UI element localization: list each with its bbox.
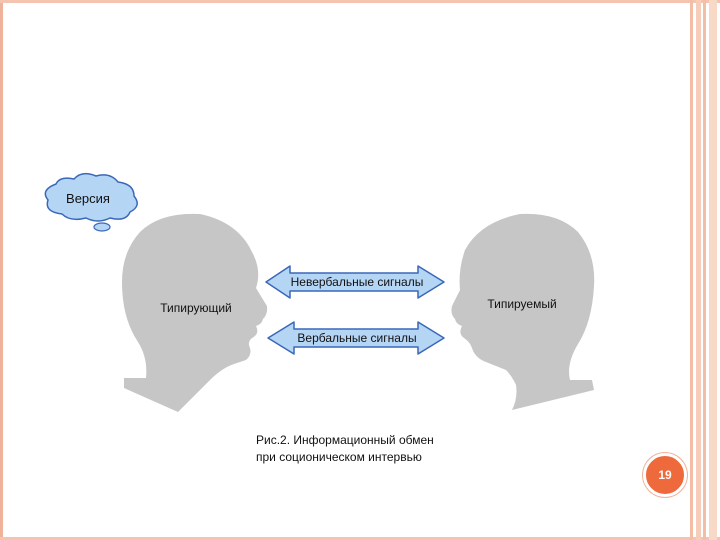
- right-head-label: Типируемый: [487, 297, 556, 311]
- nonverbal-arrow-label: Невербальные сигналы: [291, 275, 424, 289]
- page-number-badge: 19: [643, 453, 687, 497]
- thought-bubble-label: Версия: [66, 191, 110, 206]
- right-head-silhouette: [451, 214, 594, 410]
- figure-caption: Рис.2. Информационный обмен при соционич…: [256, 432, 466, 466]
- caption-line-2: при соционическом интервью: [256, 449, 466, 466]
- verbal-arrow-label: Вербальные сигналы: [297, 331, 416, 345]
- thought-dot-large: [94, 223, 110, 231]
- left-head-label: Типирующий: [160, 301, 232, 315]
- caption-line-1: Рис.2. Информационный обмен: [256, 432, 466, 449]
